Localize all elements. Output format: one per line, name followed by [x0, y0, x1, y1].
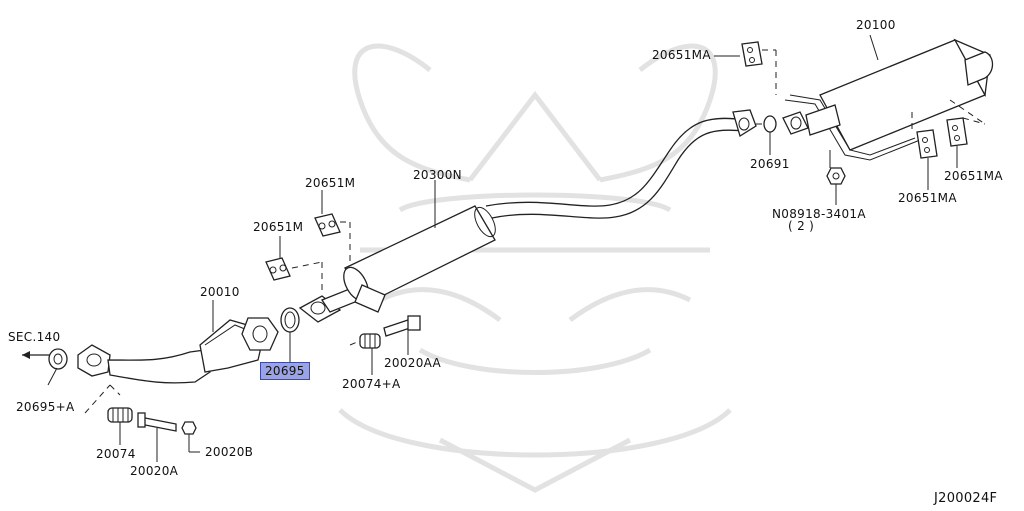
- label-08918[interactable]: N08918-3401A: [772, 207, 866, 221]
- label-20651ma-top[interactable]: 20651MA: [652, 48, 711, 62]
- label-20074a[interactable]: 20074+A: [342, 377, 401, 391]
- label-20695a[interactable]: 20695+A: [16, 400, 75, 414]
- label-20651ma-bottom[interactable]: 20651MA: [898, 191, 957, 205]
- label-sec140[interactable]: SEC.140: [8, 330, 61, 344]
- front-hardware: [84, 384, 200, 462]
- label-20695-highlighted[interactable]: 20695: [260, 362, 310, 380]
- label-08918-qty: ( 2 ): [788, 219, 815, 233]
- label-20651ma-right[interactable]: 20651MA: [944, 169, 1003, 183]
- catalytic-converter: [77, 300, 279, 384]
- label-20100[interactable]: 20100: [856, 18, 896, 32]
- hangers-20651m: [265, 190, 351, 290]
- center-muffler: [298, 117, 746, 323]
- rear-hangers: [714, 41, 986, 190]
- label-20691[interactable]: 20691: [750, 157, 790, 171]
- label-20651m-mid[interactable]: 20651M: [253, 220, 304, 234]
- label-20020b[interactable]: 20020B: [205, 445, 254, 459]
- nut-08918: [826, 167, 846, 205]
- label-20020aa[interactable]: 20020AA: [384, 356, 442, 370]
- rear-muffler: [782, 34, 994, 168]
- front-flange: [22, 348, 68, 386]
- label-20651m-top[interactable]: 20651M: [305, 176, 356, 190]
- diagram-id: J200024F: [934, 491, 998, 506]
- label-20020a[interactable]: 20020A: [130, 464, 179, 478]
- rear-joint: [732, 109, 777, 155]
- label-20010[interactable]: 20010: [200, 285, 240, 299]
- label-20074[interactable]: 20074: [96, 447, 136, 461]
- center-hardware: [349, 315, 421, 375]
- label-20300n[interactable]: 20300N: [413, 168, 462, 182]
- gasket-20695: [280, 307, 300, 362]
